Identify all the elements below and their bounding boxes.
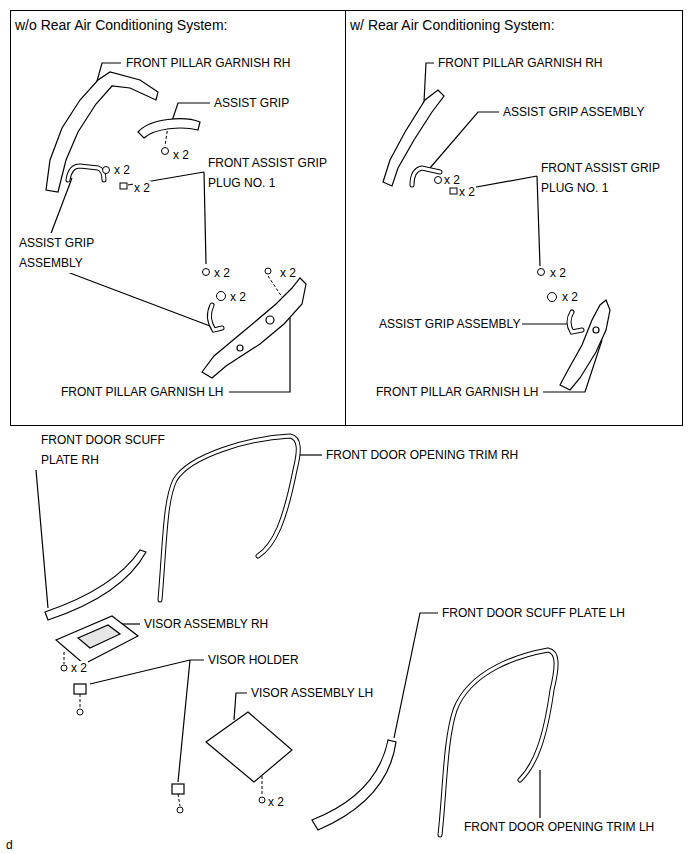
visor-holder	[172, 784, 184, 794]
screw	[177, 807, 183, 813]
screw	[259, 797, 265, 803]
part-label: FRONT DOOR OPENING TRIM RH	[325, 448, 519, 462]
screw	[103, 167, 110, 174]
front-pillar-garnish	[383, 90, 444, 186]
part-label: VISOR ASSEMBLY RH	[143, 617, 269, 631]
part-label: ASSIST GRIP	[213, 96, 290, 110]
front-pillar-garnish	[202, 278, 306, 378]
garnish-hole	[593, 327, 599, 333]
leader-line	[36, 470, 48, 608]
quantity-label: x 2	[172, 148, 190, 162]
leader-line	[539, 770, 540, 818]
panel-heading: w/o Rear Air Conditioning System:	[15, 17, 227, 33]
quantity-label: x 2	[70, 661, 88, 675]
visor-mirror	[78, 625, 120, 648]
opening-trim-fill	[160, 436, 298, 600]
part-label: ASSIST GRIP ASSEMBLY	[502, 105, 645, 119]
garnish-hole	[237, 345, 243, 351]
quantity-label: x 2	[113, 163, 131, 177]
leader-line	[128, 172, 206, 264]
quantity-label: x 2	[561, 290, 579, 304]
assist-grip-outline	[209, 305, 222, 330]
part-label: FRONT DOOR SCUFF PLATE RH	[40, 430, 167, 470]
door-scuff-plate	[45, 550, 146, 620]
screw	[77, 709, 83, 715]
plug	[120, 183, 127, 189]
part-label: FRONT PILLAR GARNISH LH	[60, 385, 224, 399]
variant-panel: w/o Rear Air Conditioning System:	[10, 10, 346, 426]
screw	[203, 269, 210, 276]
quantity-label: x 2	[133, 181, 151, 195]
part-label: VISOR HOLDER	[207, 653, 300, 667]
part-label: FRONT ASSIST GRIP PLUG NO. 1	[540, 158, 677, 198]
dashed-line	[178, 794, 180, 806]
door-scuff-plate	[312, 740, 396, 830]
part-label: ASSIST GRIP ASSEMBLY	[378, 317, 521, 331]
leader-lines	[36, 63, 602, 818]
part-label: FRONT ASSIST GRIP PLUG NO. 1	[207, 153, 344, 193]
part-label: ASSIST GRIP ASSEMBLY	[18, 233, 108, 273]
leader-line	[394, 613, 438, 738]
garnish-hole	[266, 316, 274, 324]
screw	[162, 148, 169, 155]
screw	[61, 665, 67, 671]
assist-grip	[138, 119, 200, 138]
screw	[538, 269, 545, 276]
dashed-line	[80, 694, 81, 708]
opening-trim-outline	[440, 650, 556, 835]
quantity-label: x 2	[279, 266, 297, 280]
visor	[206, 712, 292, 782]
leader-line	[90, 660, 204, 782]
variant-panel: w/ Rear Air Conditioning System:	[345, 10, 683, 426]
part-label: d	[5, 838, 14, 852]
part-label: FRONT PILLAR GARNISH RH	[437, 56, 603, 70]
assist-grip-fill	[209, 305, 222, 330]
quantity-label: x 2	[267, 795, 285, 809]
screw	[435, 177, 442, 184]
leader-line	[522, 323, 568, 324]
dashed-line	[262, 776, 263, 795]
assist-grip-outline	[68, 166, 104, 180]
part-label: FRONT DOOR SCUFF PLATE LH	[441, 606, 626, 620]
assist-grip-fill	[569, 312, 582, 332]
panel-heading: w/ Rear Air Conditioning System:	[350, 17, 555, 33]
plug	[450, 188, 457, 194]
dashed-line	[64, 652, 65, 664]
screw	[265, 268, 271, 274]
quantity-label: x 2	[229, 290, 247, 304]
front-pillar-garnish	[560, 300, 610, 390]
fasteners	[61, 148, 557, 814]
assist-grip-fill	[68, 166, 104, 180]
leader-line	[430, 112, 499, 168]
assist-grip-outline	[569, 312, 582, 332]
quantity-label: x 2	[458, 185, 476, 199]
part-label: FRONT PILLAR GARNISH LH	[375, 385, 539, 399]
part-label: VISOR ASSEMBLY LH	[250, 686, 374, 700]
quantity-label: x 2	[549, 266, 567, 280]
cap	[548, 293, 557, 302]
part-label: FRONT DOOR OPENING TRIM LH	[463, 820, 655, 834]
part-label: FRONT PILLAR GARNISH RH	[125, 56, 291, 70]
quantity-label: x 2	[213, 266, 231, 280]
cap	[217, 292, 226, 301]
visor	[56, 616, 138, 664]
opening-trim-outline	[160, 436, 298, 600]
tubes	[68, 166, 582, 835]
opening-trim-fill	[440, 650, 556, 835]
visor-holder	[74, 684, 86, 694]
